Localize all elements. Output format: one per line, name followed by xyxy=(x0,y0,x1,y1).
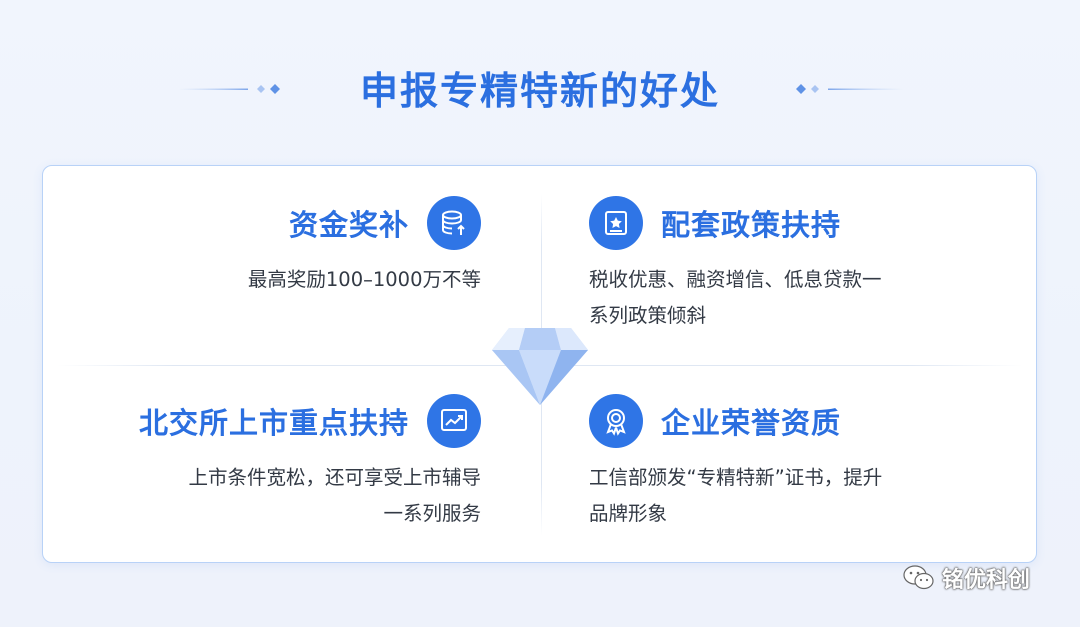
quadrant-policy: 配套政策扶持 税收优惠、融资增信、低息贷款一 系列政策倾斜 xyxy=(589,196,882,334)
wechat-icon xyxy=(903,565,934,590)
quadrant-listing: 北交所上市重点扶持 上市条件宽松，还可享受上市辅导 一系列服务 xyxy=(139,394,481,532)
quadrant-text-line: 工信部颁发“专精特新”证书，提升 xyxy=(589,466,883,489)
quadrant-text-line: 一系列服务 xyxy=(383,502,481,525)
award-medal-icon xyxy=(589,394,643,448)
page-title: 申报专精特新的好处 xyxy=(359,69,720,113)
quadrant-text-line: 系列政策倾斜 xyxy=(589,304,707,327)
quadrant-title: 配套政策扶持 xyxy=(661,208,842,242)
quadrant-funding: 资金奖补 最高奖励100–1000万不等 xyxy=(248,196,481,298)
title-left-decoration xyxy=(178,84,280,94)
coin-stack-icon xyxy=(427,196,481,250)
watermark-text: 铭优科创 xyxy=(942,568,1031,593)
title-right-decoration xyxy=(796,84,904,94)
quadrant-text-line: 税收优惠、融资增信、低息贷款一 xyxy=(589,268,882,291)
quadrant-title: 资金奖补 xyxy=(288,208,409,242)
watermark: 铭优科创 xyxy=(902,562,1030,594)
benefits-card: 资金奖补 最高奖励100–1000万不等 xyxy=(42,165,1037,563)
growth-chart-icon xyxy=(427,394,481,448)
quadrant-text-line: 上市条件宽松，还可享受上市辅导 xyxy=(188,466,481,489)
diamond-icon xyxy=(492,328,588,405)
policy-document-icon xyxy=(589,196,643,250)
quadrant-honor: 企业荣誉资质 工信部颁发“专精特新”证书，提升 品牌形象 xyxy=(589,394,882,532)
quadrant-text-line: 品牌形象 xyxy=(589,502,668,525)
quadrant-title: 北交所上市重点扶持 xyxy=(138,406,409,440)
quadrant-title: 企业荣誉资质 xyxy=(661,406,842,440)
quadrant-text-line: 最高奖励100–1000万不等 xyxy=(247,268,481,291)
